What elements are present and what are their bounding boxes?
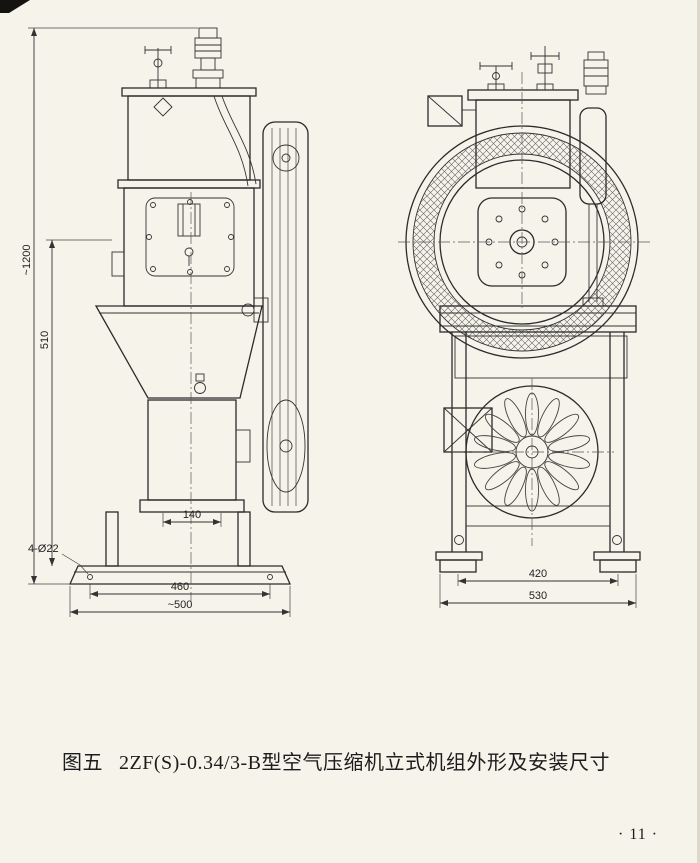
air-filter-front [583, 51, 609, 95]
dim-leg-span: 420 [529, 568, 547, 580]
crankcase-side [111, 187, 255, 307]
dim-frame-height: 510 [39, 331, 51, 349]
air-filter-side [192, 27, 224, 88]
dim-base-width: 530 [529, 590, 547, 602]
left-view-dimensions: ~1200 510 140 4-Ø22 460 [21, 27, 291, 617]
flywheel-edge [266, 399, 306, 493]
drain-plug [194, 382, 206, 394]
figure-label: 图五 [62, 752, 103, 774]
cylinder-head-front [467, 89, 579, 189]
right-view-front-elevation: 420 530 [398, 46, 650, 608]
anchor-hole-left [87, 574, 93, 580]
leg-bolt-right [612, 535, 622, 545]
discharge-valve [530, 46, 560, 91]
figure-title: 2ZF(S)-0.34/3-B型空气压缩机立式机组外形及安装尺寸 [119, 752, 610, 774]
belt-guard-side [241, 121, 309, 513]
stand-frame [435, 305, 641, 573]
right-view-dimensions: 420 530 [439, 568, 637, 608]
air-tank-pipe [579, 107, 607, 307]
unloader-valve [144, 46, 172, 89]
page-number: · 11 · [618, 826, 659, 843]
leg-bolt-left [454, 535, 464, 545]
anchor-hole-right [267, 574, 273, 580]
base-frame-side [68, 511, 292, 585]
scan-artifact-edge [697, 0, 700, 863]
dim-anchor-bolt-span: 460 [171, 581, 189, 593]
junction-box [427, 95, 476, 127]
compressor-technical-drawing: ~1200 510 140 4-Ø22 460 [21, 27, 650, 617]
fan-motor [443, 407, 493, 453]
motor-side [139, 399, 251, 513]
dim-base-overall-width: ~500 [168, 599, 193, 611]
guard-bolt [241, 303, 255, 317]
left-view-side-elevation: ~1200 510 140 4-Ø22 460 [21, 27, 309, 617]
dim-motor-foot-width: 140 [183, 509, 201, 521]
guard-mesh-band [454, 335, 628, 379]
dim-overall-height: ~1200 [21, 245, 33, 276]
figure-caption: 图五 2ZF(S)-0.34/3-B型空气压缩机立式机组外形及安装尺寸 [62, 746, 662, 775]
suction-valve [479, 62, 513, 91]
lower-housing [94, 305, 263, 399]
dim-anchor-holes: 4-Ø22 [28, 543, 59, 555]
terminal-box [235, 429, 251, 463]
motor-pulley [272, 144, 300, 172]
center-lines-front [398, 72, 650, 546]
discharge-pipe [213, 95, 257, 187]
cylinder-head-fins-side [117, 87, 261, 189]
safety-valve-symbol [153, 97, 173, 117]
